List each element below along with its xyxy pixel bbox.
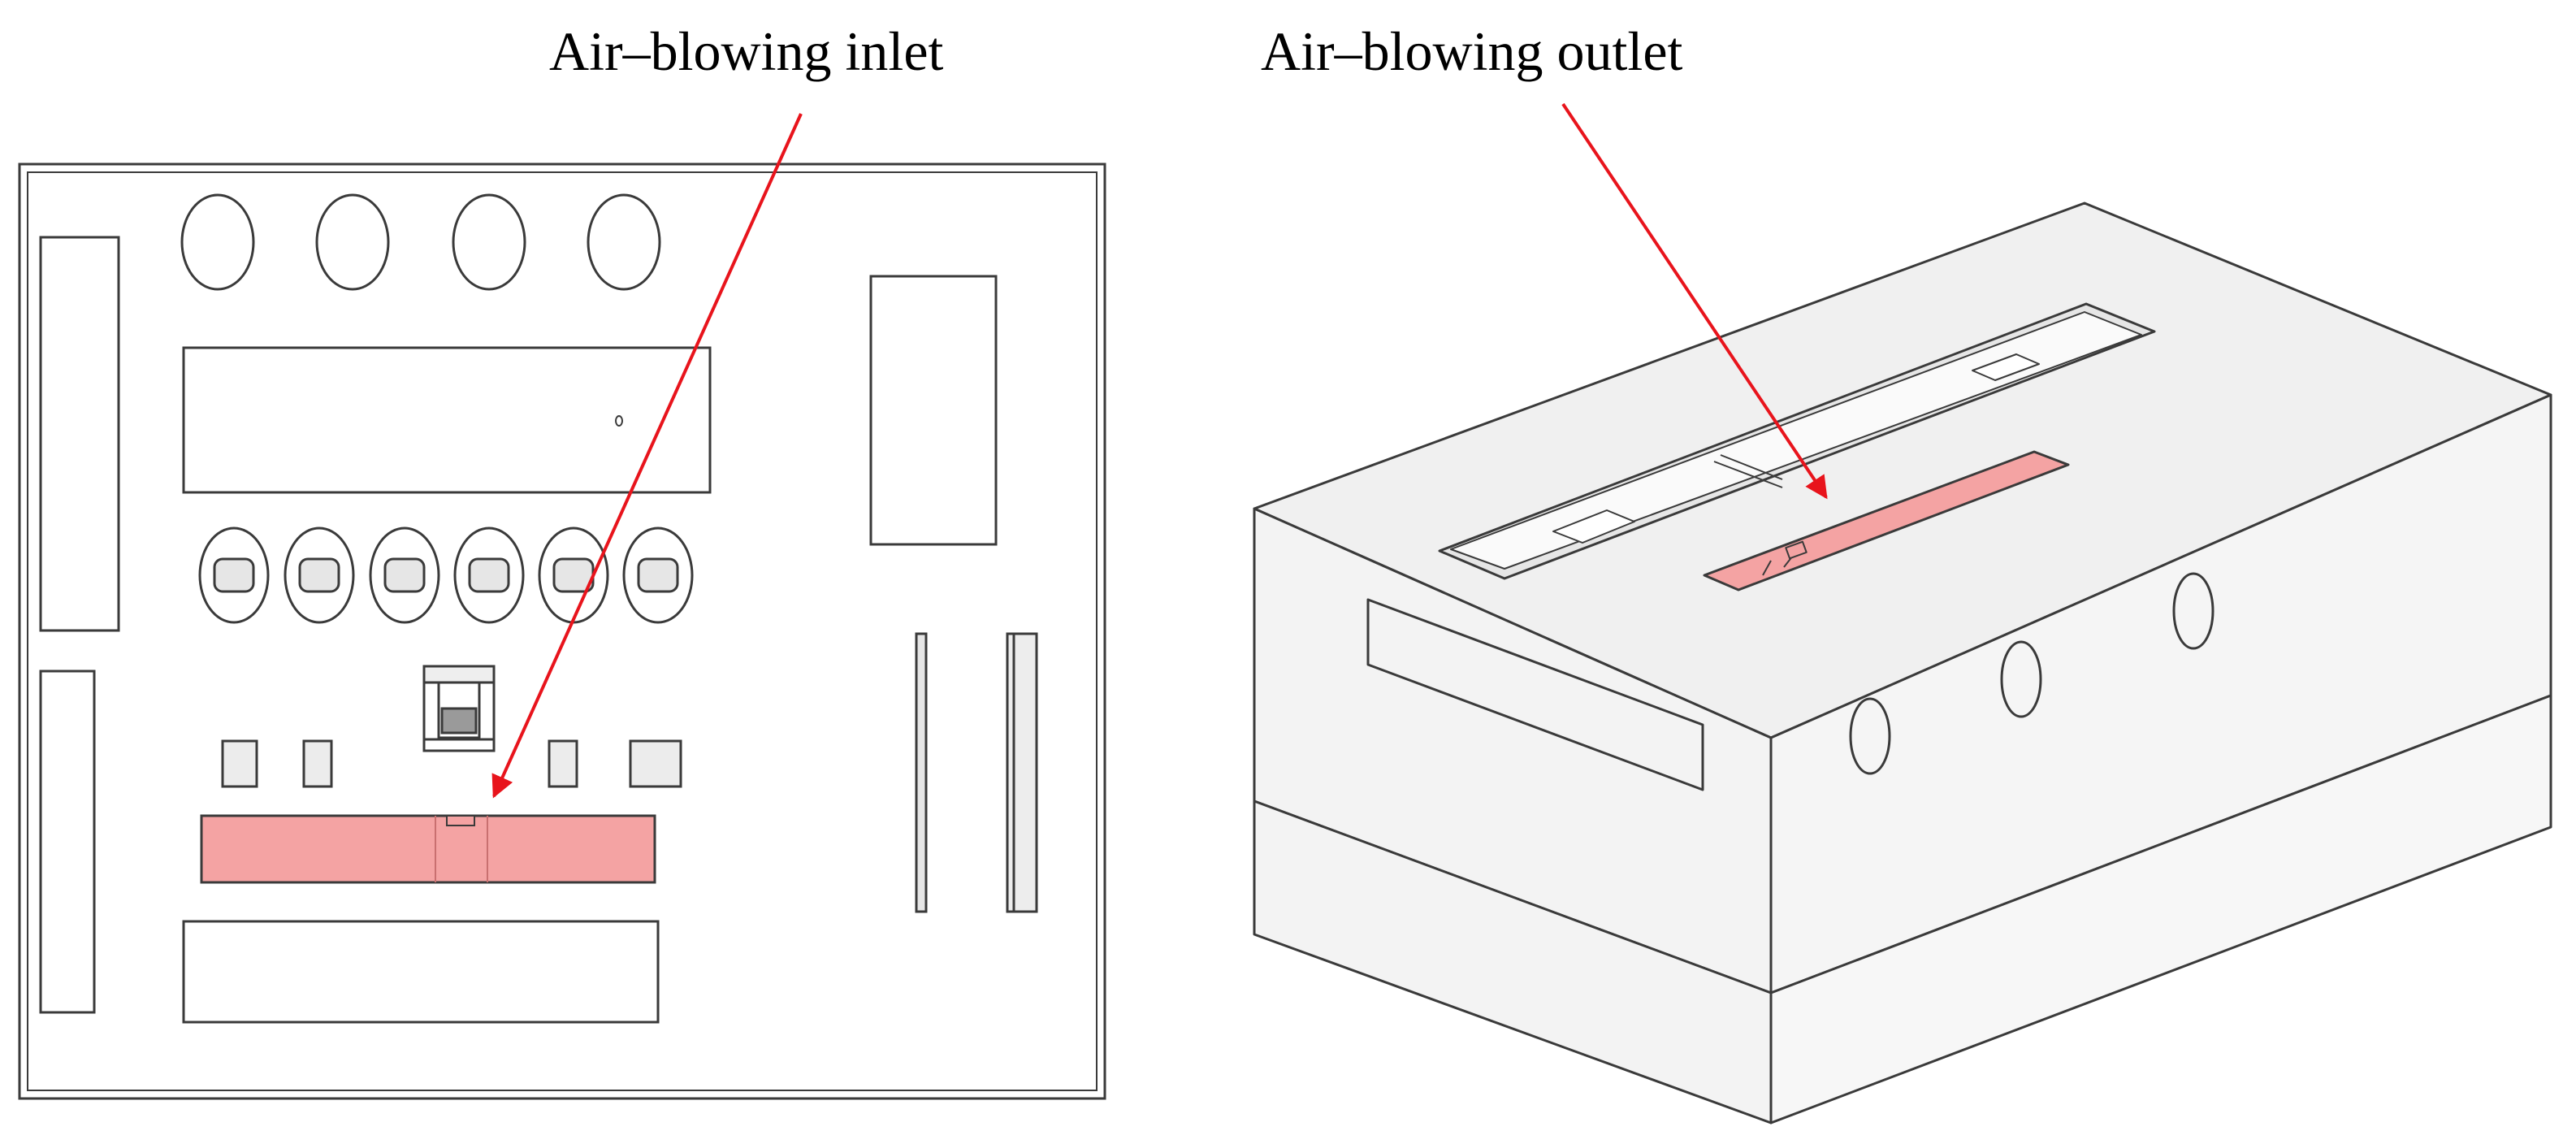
left-panel-upper: [39, 236, 120, 632]
small-port: [615, 415, 623, 427]
iso-right-face-base: [1769, 694, 2552, 1124]
enclosure-inner: [27, 171, 1098, 1091]
inlet-label: Air–blowing inlet: [549, 20, 944, 82]
air-blowing-inlet-region: [200, 814, 656, 884]
top-oval-3: [452, 193, 526, 291]
small-block-1: [221, 739, 258, 788]
bottom-wide-panel: [182, 920, 660, 1024]
fitting-4: [453, 526, 525, 624]
iso-port-2: [2000, 640, 2042, 718]
top-oval-4: [587, 193, 661, 291]
right-tall-panel: [869, 275, 998, 546]
outlet-arrow: [1561, 102, 1828, 500]
iso-top-slot: [1438, 302, 2156, 580]
small-block-3: [548, 739, 578, 788]
inlet-arrow: [491, 113, 803, 799]
air-blowing-outlet-region: [1703, 450, 2070, 592]
fitting-row: [198, 526, 694, 624]
top-oval-1: [180, 193, 255, 291]
outlet-label: Air–blowing outlet: [1261, 20, 1683, 82]
top-view-layout: [18, 162, 1106, 1100]
left-panel-lower: [39, 670, 96, 1014]
iso-port-1: [1849, 697, 1891, 775]
fitting-2: [284, 526, 355, 624]
upper-wide-panel: [182, 346, 712, 494]
wide-rail: [1006, 632, 1038, 913]
top-oval-2: [315, 193, 390, 291]
enclosure-outer: [18, 162, 1106, 1100]
isometric-enclosure: [1253, 202, 2552, 1124]
fitting-1: [198, 526, 270, 624]
small-block-2: [302, 739, 333, 788]
fitting-6: [622, 526, 694, 624]
center-component: [422, 665, 496, 752]
small-block-4: [629, 739, 682, 788]
iso-port-3: [2172, 572, 2214, 650]
thin-rail: [915, 632, 928, 913]
iso-front-window: [1366, 598, 1704, 791]
fitting-3: [369, 526, 440, 624]
